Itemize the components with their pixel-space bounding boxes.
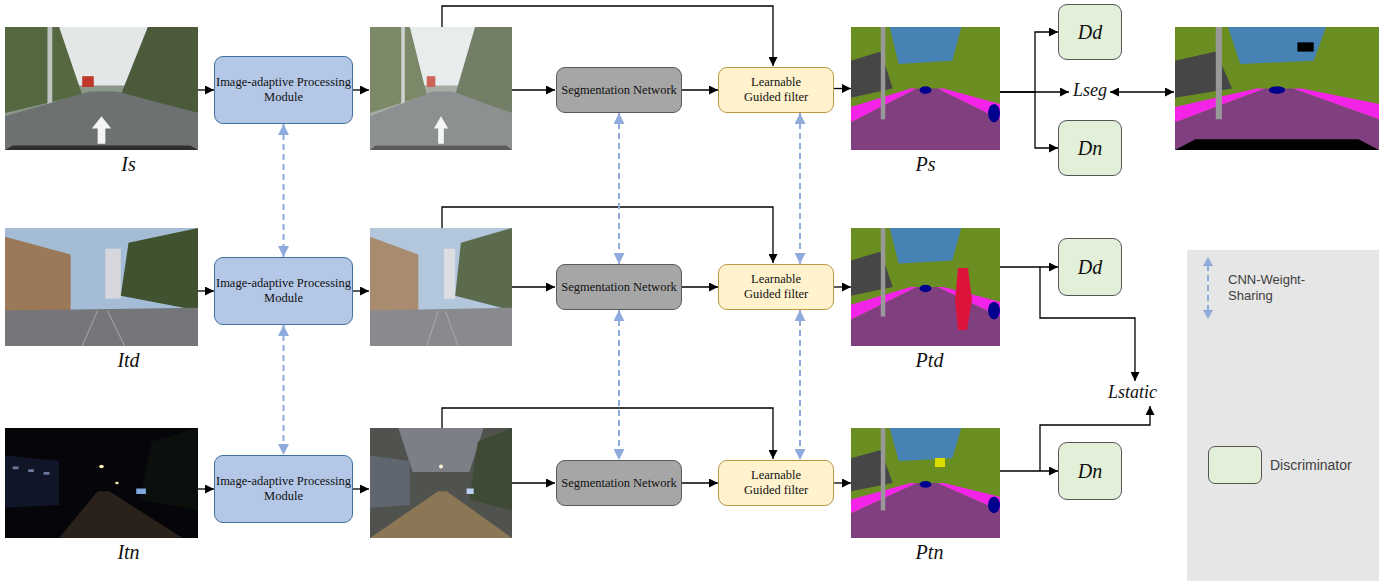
discriminator-label: Dn [1078,136,1102,160]
loss-label: Lseg [1073,81,1107,101]
weight-sharing-arrow [618,310,620,460]
connector [1000,92,1058,148]
process-box: Image-adaptive Processing Module [214,56,353,124]
box-label: Segmentation Network [561,476,677,491]
processed-photo [370,27,512,150]
image-caption: Itn [32,541,225,563]
legend-item: Discriminator [1208,446,1370,484]
wire-arrow [512,89,555,90]
box-label: Image-adaptive Processing Module [215,474,352,504]
discriminator-box: Dn [1058,120,1122,176]
connector [834,286,851,287]
arrowhead [1203,257,1213,266]
image-caption: Ptd [855,349,1004,371]
discriminator-label: Dd [1078,255,1102,279]
image-node: Ptd [851,228,1000,346]
legend-sample [1200,256,1216,320]
box-label: Segmentation Network [561,280,677,295]
connector [834,482,851,483]
image-node: Is [5,27,198,150]
person-segment [955,268,972,330]
image-node: Itn [5,428,198,538]
image-node: Ptn [851,428,1000,538]
image-caption: Itd [32,349,225,371]
dashed-line-sample [1207,265,1209,311]
discriminator-label: Dn [1078,459,1102,483]
image-caption: Is [32,153,225,175]
legend-text: CNN-Weight-Sharing [1228,272,1316,303]
connector [834,88,851,89]
processed-photo [370,228,512,346]
image-caption: Ptn [855,541,1004,563]
wire-arrow [1110,91,1174,92]
process-box: Image-adaptive Processing Module [214,455,353,523]
photo-target-day [5,228,198,346]
box-label: Segmentation Network [561,83,677,98]
processed-photo [370,428,512,538]
connector [1000,32,1058,92]
discriminator-box: Dd [1058,238,1122,296]
discriminator-box: Dd [1058,4,1122,60]
process-box: Image-adaptive Processing Module [214,257,353,325]
filter-box: Learnable Guided filter [718,264,834,310]
image-node: Itd [5,228,198,346]
wires [343,6,1174,489]
legend-item: CNN-Weight-Sharing [1200,256,1316,320]
box-label: Learnable Guided filter [737,272,815,302]
segmentation-map [851,428,1000,538]
connector [198,488,214,489]
connector [682,482,718,483]
connector [198,290,214,291]
segmentation-map [851,228,1000,346]
weight-sharing-arrow [283,325,285,455]
photo-day [5,27,198,150]
image-node: Ps [851,27,1000,150]
brightening-overlay [370,27,512,150]
legend-swatch [1208,446,1262,484]
box-label: Learnable Guided filter [737,468,815,498]
photo-target-night [5,428,198,538]
discriminator-label: Dd [1078,20,1102,44]
connector [682,286,718,287]
segmentation-map [851,27,1000,150]
connector [198,89,214,90]
legend-text: Discriminator [1270,457,1370,474]
connector [682,89,718,90]
wire-arrow [442,207,773,263]
wire-arrow [512,482,555,483]
connector [1000,266,1058,267]
weight-sharing-arrow [799,310,801,460]
filter-box: Learnable Guided filter [718,460,834,506]
ground-truth-map [1175,27,1379,150]
network-box: Segmentation Network [556,67,682,113]
network-box: Segmentation Network [556,264,682,310]
wire-arrow [1035,91,1069,92]
discriminator-box: Dn [1058,442,1122,500]
wire-arrow [512,286,555,287]
weight-sharing-arrow [799,113,801,264]
box-label: Learnable Guided filter [737,75,815,105]
sign-segment [935,458,945,467]
box-label: Image-adaptive Processing Module [215,276,352,306]
network-box: Segmentation Network [556,460,682,506]
weight-sharing-arrow [283,124,285,257]
box-label: Image-adaptive Processing Module [215,75,352,105]
wire-arrow [442,408,773,459]
arrowhead [1203,310,1213,319]
weight-sharing-arrow [618,113,620,264]
loss-label: Lstatic [1108,383,1157,403]
image-caption: Ps [851,153,1000,175]
filter-box: Learnable Guided filter [718,67,834,113]
brightening-overlay [370,228,512,346]
legend-panel [1187,250,1379,581]
wire-arrow [442,6,773,66]
connector [1000,470,1058,471]
